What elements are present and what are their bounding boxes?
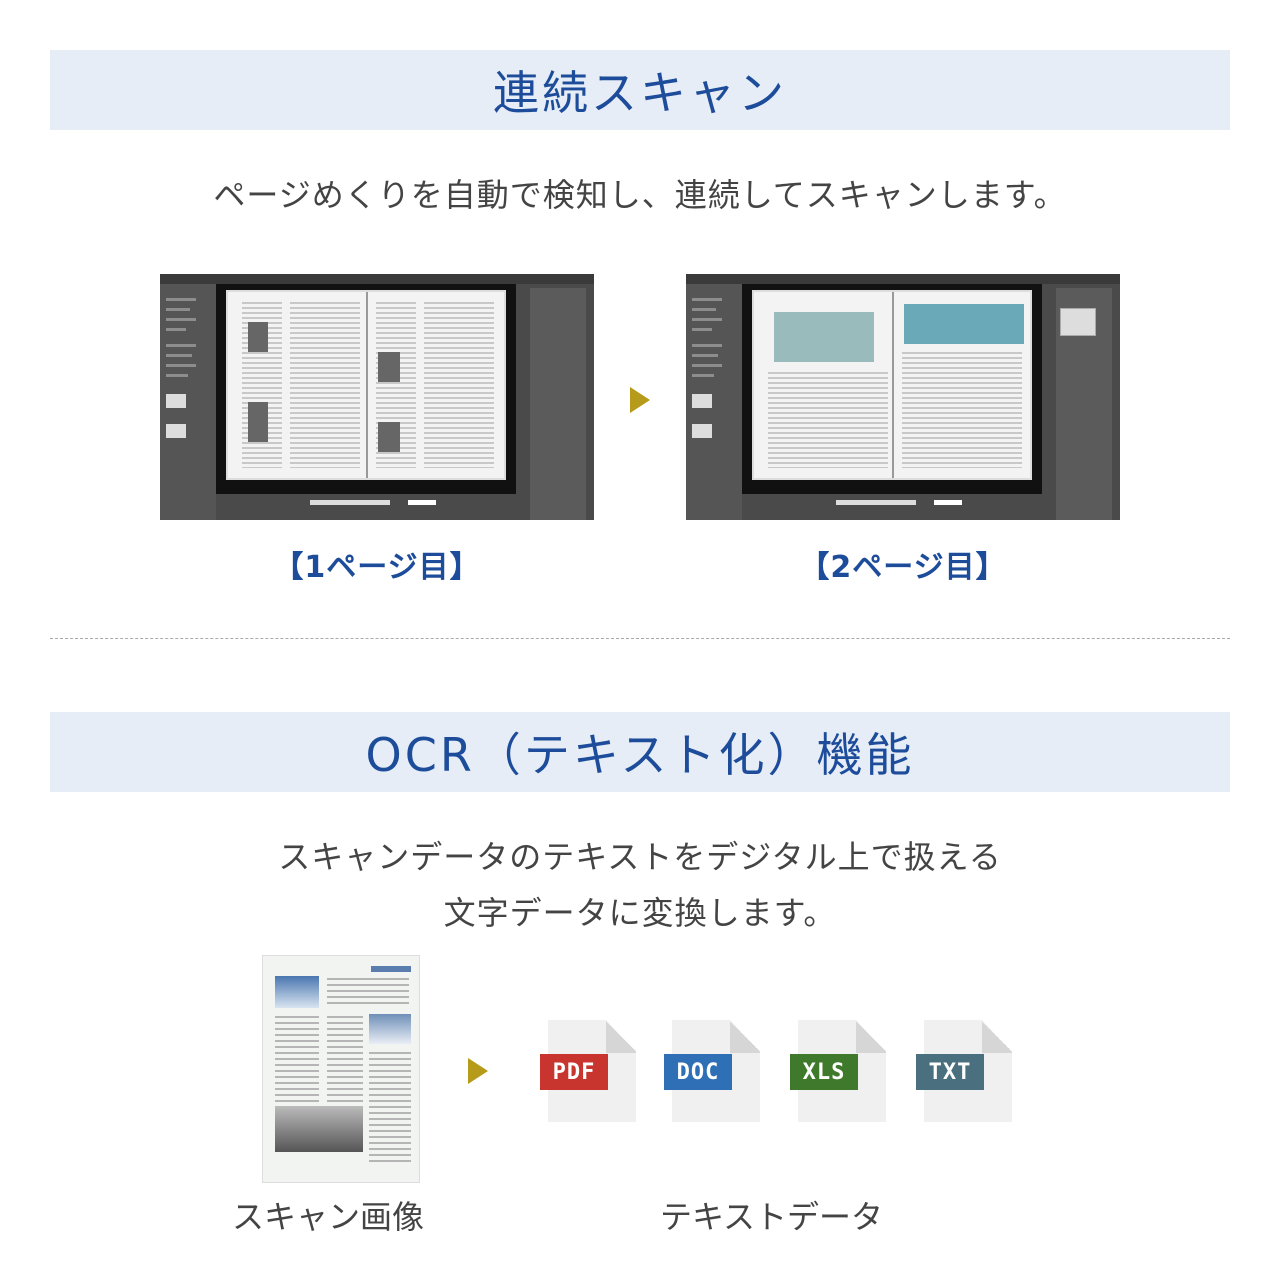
scan-preview bbox=[216, 284, 516, 494]
scan-screenshot-page-1 bbox=[160, 274, 594, 520]
app-side-menu bbox=[160, 284, 216, 520]
arrow-right-icon bbox=[468, 1058, 488, 1084]
section-title: 連続スキャン bbox=[493, 66, 787, 120]
page-thumbnail[interactable] bbox=[1060, 308, 1096, 336]
txt-file-icon: TXT bbox=[916, 1016, 1012, 1122]
txt-label: TXT bbox=[916, 1054, 984, 1090]
thumbnail-panel bbox=[530, 288, 586, 520]
book-spread bbox=[752, 290, 1032, 480]
page-1-label: 【1ページ目】 bbox=[273, 550, 481, 585]
scanned-image-caption: スキャン画像 bbox=[232, 1198, 425, 1236]
scan-button bbox=[408, 500, 436, 505]
section-divider bbox=[50, 638, 1230, 639]
doc-file-icon: DOC bbox=[664, 1016, 760, 1122]
scan-screenshot-page-2 bbox=[686, 274, 1120, 520]
scan-button bbox=[934, 500, 962, 505]
app-side-menu bbox=[686, 284, 742, 520]
doc-label: DOC bbox=[664, 1054, 732, 1090]
text-data-caption: テキストデータ bbox=[660, 1198, 884, 1236]
xls-label: XLS bbox=[790, 1054, 858, 1090]
section-header-ocr: OCR（テキスト化）機能 bbox=[50, 712, 1230, 792]
arrow-right-icon bbox=[630, 387, 650, 413]
progress-field bbox=[836, 500, 916, 505]
scan-preview bbox=[742, 284, 1042, 494]
pdf-file-icon: PDF bbox=[540, 1016, 636, 1122]
progress-field bbox=[310, 500, 390, 505]
window-titlebar bbox=[160, 274, 594, 284]
scanned-document-image bbox=[262, 955, 420, 1183]
section-description: ページめくりを自動で検知し、連続してスキャンします。 bbox=[213, 176, 1067, 214]
pdf-label: PDF bbox=[540, 1054, 608, 1090]
book-spread bbox=[226, 290, 506, 480]
section-description-line1: スキャンデータのテキストをデジタル上で扱える bbox=[278, 838, 1002, 876]
page-2-label: 【2ページ目】 bbox=[799, 550, 1007, 585]
xls-file-icon: XLS bbox=[790, 1016, 886, 1122]
window-titlebar bbox=[686, 274, 1120, 284]
thumbnail-panel bbox=[1056, 288, 1112, 520]
section-title: OCR（テキスト化）機能 bbox=[365, 728, 915, 782]
section-header-continuous-scan: 連続スキャン bbox=[50, 50, 1230, 130]
section-description-line2: 文字データに変換します。 bbox=[443, 894, 837, 932]
